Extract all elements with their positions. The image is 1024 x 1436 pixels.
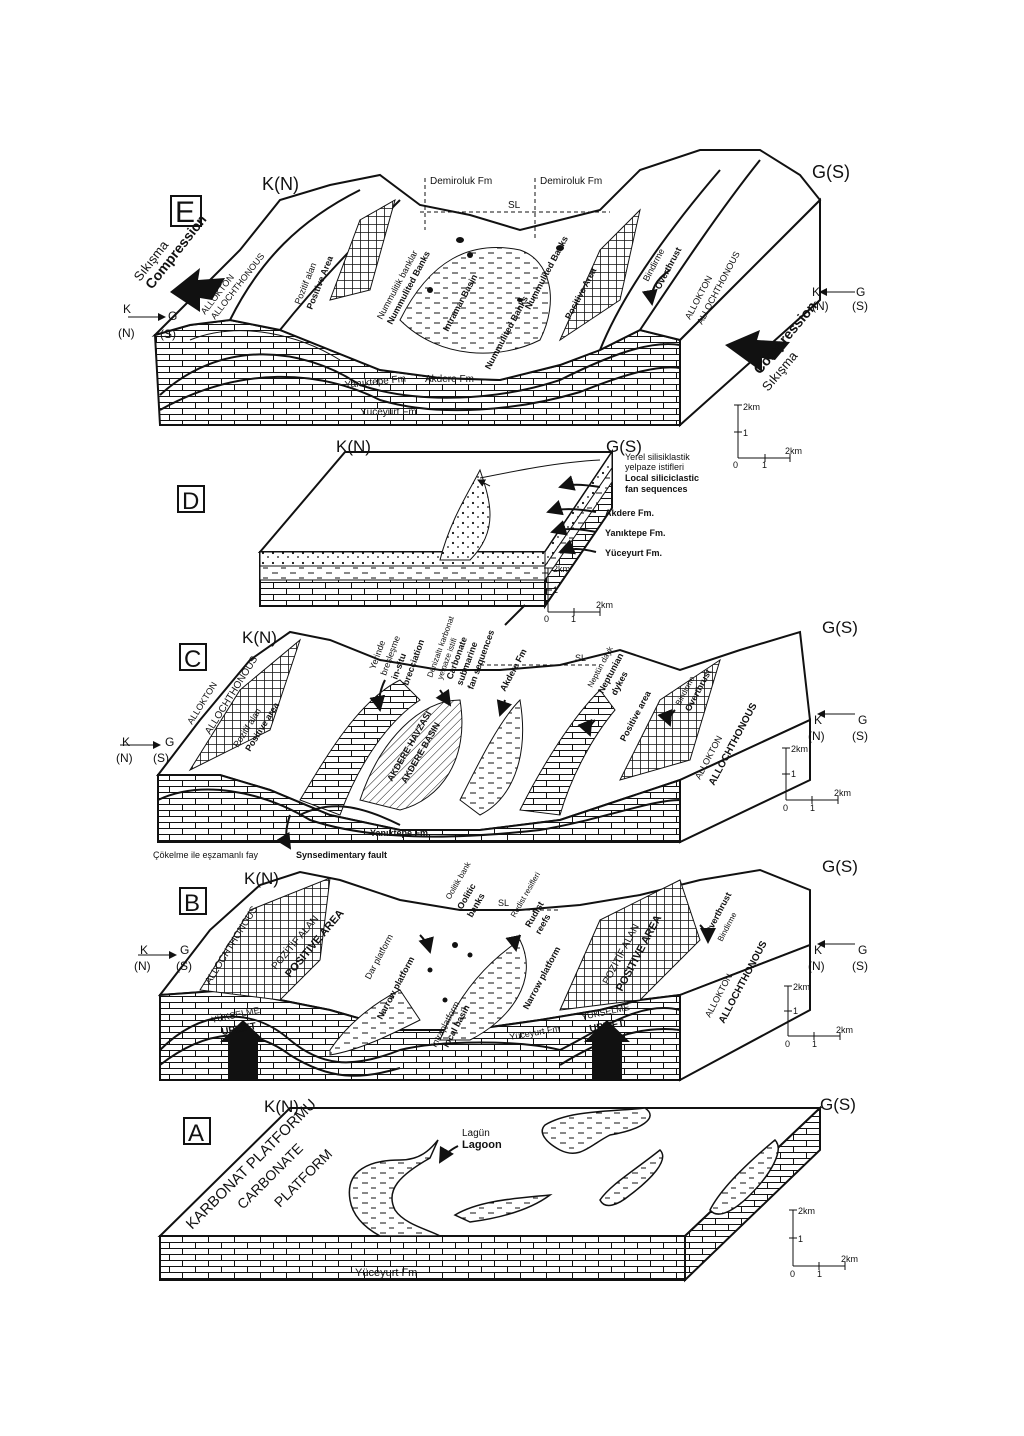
panel-b-scale-v: 2km: [793, 982, 810, 992]
panel-b-scale-1: 1: [812, 1039, 817, 1049]
panel-b-scale-h: 2km: [836, 1025, 853, 1035]
panel-d-scale-h: 2km: [596, 600, 613, 610]
panel-b-g-right: G: [858, 943, 867, 957]
panel-a-lagoon-3: [453, 1193, 553, 1223]
panel-e-k-left: K: [123, 302, 131, 316]
panel-d-scale-v1: 1: [553, 585, 558, 595]
panel-d-local-tr-2: yelpaze istifleri: [625, 462, 684, 472]
panel-e-scale-0: 0: [733, 460, 738, 470]
panel-e-demiroluk-right: Demiroluk Fm: [540, 176, 602, 187]
panel-e-scale-1: 1: [762, 460, 767, 470]
panel-b-south: G(S): [822, 857, 858, 876]
panel-e-south: G(S): [812, 162, 850, 182]
panel-c-g-right: G: [858, 713, 867, 727]
panel-a-lagoon-5: [709, 1138, 779, 1215]
panel-c: [120, 630, 855, 850]
panel-c-south: G(S): [822, 618, 858, 637]
panel-c-g-left: G: [165, 735, 174, 749]
panel-a-scale-1: 1: [817, 1269, 822, 1279]
panel-b: [138, 868, 855, 1082]
panel-a-scale-0: 0: [790, 1269, 795, 1279]
panel-e-s-right: (S): [852, 299, 868, 313]
panel-e-akdere: Akdere Fm: [425, 374, 474, 385]
panel-e-north: K(N): [262, 174, 299, 194]
panel-b-scale-v1: 1: [793, 1006, 798, 1016]
panel-a-lagoon-4: [599, 1148, 664, 1207]
panel-e-s-left: (S): [160, 327, 176, 341]
panel-b-s-right: (S): [852, 959, 868, 973]
panel-d-local-en-1: Local siliciclastic: [625, 473, 699, 483]
panel-c-synsed: Synsedimentary fault: [296, 850, 387, 860]
panel-e-k-right: K: [812, 285, 820, 299]
panel-b-n-left: (N): [134, 959, 151, 973]
panel-b-n-right: (N): [808, 959, 825, 973]
panel-b-right-face: [679, 943, 811, 1082]
panel-b-scale-0: 0: [785, 1039, 790, 1049]
panel-b-g-left: G: [180, 943, 189, 957]
panel-c-cokelme: Çökelme ile eşzamanlı fay: [153, 850, 259, 860]
panel-a-south: G(S): [820, 1095, 856, 1114]
panel-c-scale-1: 1: [810, 803, 815, 813]
panel-c-n-left: (N): [116, 751, 133, 765]
panel-a-lagoon: Lagoon: [462, 1139, 502, 1151]
panel-d-yaniktepe: Yanıktepe Fm.: [605, 528, 666, 538]
panel-b-s-left: (S): [176, 959, 192, 973]
panel-a-front-face: [159, 1235, 686, 1281]
panel-d-scale-0: 0: [544, 614, 549, 624]
panel-d-scale-1: 1: [571, 614, 576, 624]
panel-e-scale-v: 2km: [743, 402, 760, 412]
panel-d-scale-v: 2km: [553, 564, 570, 574]
panel-e-scale-h: 2km: [785, 446, 802, 456]
panel-a-scale-v1: 1: [798, 1234, 803, 1244]
panel-d-akdere: Akdere Fm.: [605, 508, 654, 518]
panel-c-sl: SL: [575, 653, 586, 663]
panel-c-scale-v1: 1: [791, 769, 796, 779]
panel-c-s-left: (S): [153, 751, 169, 765]
panel-c-scale-v: 2km: [791, 744, 808, 754]
panel-a-lagun: Lagün: [462, 1128, 490, 1139]
panel-d-local-tr-1: Yerel silisiklastik: [625, 452, 690, 462]
panel-a-scale-h: 2km: [841, 1254, 858, 1264]
panel-c-k-right: K: [814, 713, 822, 727]
panel-a-yuceyurt: Yüceyurt Fm: [355, 1267, 417, 1279]
panel-c-n-right: (N): [808, 729, 825, 743]
panel-c-front-face: [157, 774, 681, 843]
panel-a: [157, 1105, 846, 1283]
panel-d: [257, 448, 614, 626]
panel-c-right-face: [679, 718, 811, 844]
panel-c-north: K(N): [242, 628, 277, 647]
panel-b-letter: B: [184, 890, 200, 917]
panel-c-k-left: K: [122, 735, 130, 749]
panel-e-yuceyurt: Yüceyurt Fm: [360, 407, 417, 418]
panel-e-demiroluk-left: Demiroluk Fm: [430, 176, 492, 187]
panel-e-scale-v1: 1: [743, 428, 748, 438]
panel-d-south: G(S): [606, 437, 642, 456]
panel-c-yaniktepe: Yanıktepe Fm: [370, 828, 428, 838]
panel-c-letter: C: [184, 646, 201, 673]
panel-e: [128, 149, 855, 462]
panel-e-sl: SL: [508, 200, 521, 211]
panel-e-n-right: (N): [812, 299, 829, 313]
panel-b-k-left: K: [140, 943, 148, 957]
panel-d-letter: D: [182, 488, 199, 515]
panel-c-s-right: (S): [852, 729, 868, 743]
panel-a-scale-v: 2km: [798, 1206, 815, 1216]
panel-e-g-right: G: [856, 285, 865, 299]
panel-a-north: K(N): [264, 1097, 299, 1116]
panel-a-letter: A: [188, 1120, 204, 1147]
panel-b-sl: SL: [498, 898, 509, 908]
panel-c-scale-h: 2km: [834, 788, 851, 798]
panel-d-local-en-2: fan sequences: [625, 484, 688, 494]
panel-e-n-left: (N): [118, 326, 135, 340]
panel-e-letter: E: [175, 196, 195, 229]
panel-d-yuceyurt: Yüceyurt Fm.: [605, 548, 662, 558]
panel-e-g-left: G: [168, 309, 177, 323]
panel-d-north: K(N): [336, 437, 371, 456]
panel-c-scale-0: 0: [783, 803, 788, 813]
panel-b-k-right: K: [814, 943, 822, 957]
panel-a-lagoon-2: [541, 1107, 651, 1155]
panel-b-north: K(N): [244, 869, 279, 888]
panel-a-lagoon-1: [348, 1139, 443, 1237]
